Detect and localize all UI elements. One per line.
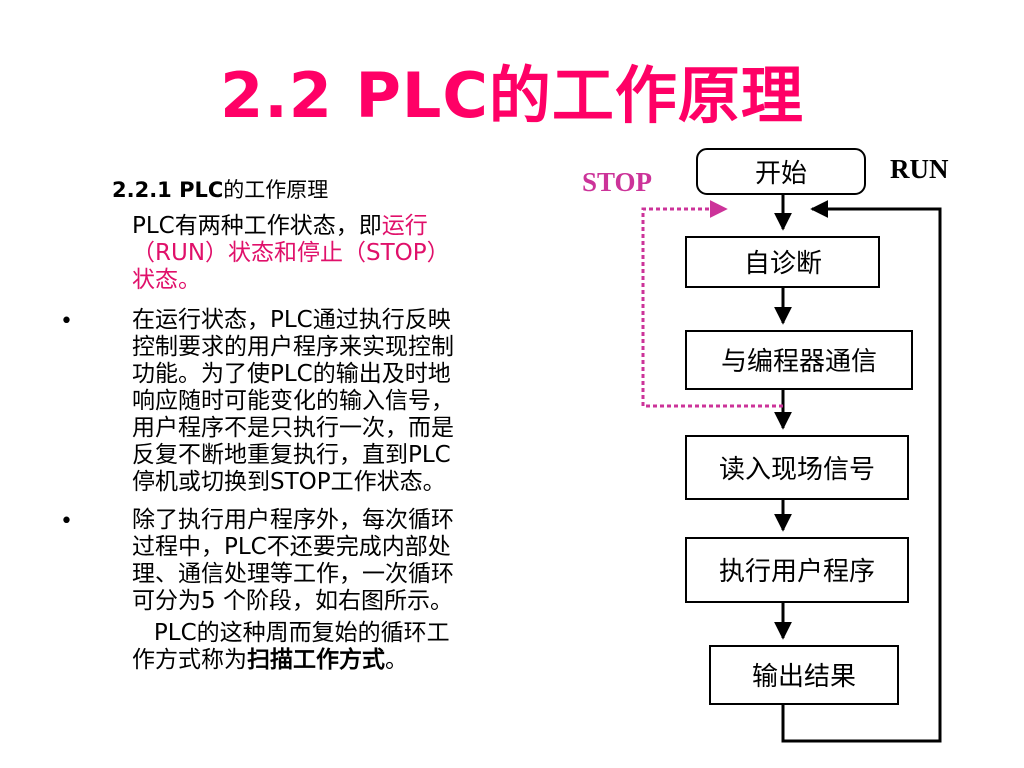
step-programmer-communication [685,330,913,390]
step-execute-program [685,537,909,603]
section-subheading: 2.2.1 PLC的工作原理 [112,177,328,204]
intro-line-3: 状态。 [132,267,201,293]
scan-mode-line-2-end: 。 [385,647,408,673]
bullet-2-line: 可分为5 个阶段，如右图所示。 [132,588,453,614]
start-terminal [696,148,866,195]
page-title: 2.2 PLC的工作原理 [220,59,804,132]
bullet-2-line: 除了执行用户程序外，每次循环 [132,507,454,533]
stop-loop-arrow [641,200,783,408]
bullet-2-line: 理、通信处理等工作，一次循环 [132,561,454,587]
bullet-1-line: 反复不断地重复执行，直到PLC [132,442,451,468]
subheading-text: 的工作原理 [223,178,329,202]
bullet-2-line: 过程中，PLC不还要完成内部处 [132,534,451,560]
bullet-paragraph-2: 除了执行用户程序外，每次循环 过程中，PLC不还要完成内部处 理、通信处理等工作… [132,507,532,615]
bullet-1-line: 响应随时可能变化的输入信号， [132,388,454,414]
step-self-diagnosis [685,236,880,288]
intro-paragraph: PLC有两种工作状态，即运行 （RUN）状态和停止（STOP） 状态。 [132,213,552,294]
bullet-paragraph-1: 在运行状态，PLC通过执行反映 控制要求的用户程序来实现控制 功能。为了使PLC… [132,307,532,496]
step-output-results [709,645,899,705]
intro-line-1-text: PLC有两种工作状态，即 [132,213,382,239]
intro-line-1-highlight: 运行 [381,213,428,239]
stop-label: STOP [582,167,652,197]
scan-mode-line-2-text: 作方式称为 [132,647,247,673]
step-read-inputs [685,435,909,500]
step-read-inputs-label: 读入现场信号 [719,455,875,485]
run-loop-arrow [781,200,942,743]
intro-line-2: （RUN）状态和停止（STOP） [132,240,450,266]
start-label: 开始 [755,159,807,189]
bullet-marker-1: • [60,309,73,334]
scan-mode-line-1: PLC的这种周而复始的循环工 [132,620,450,646]
bullet-1-line: 停机或切换到STOP工作状态。 [132,469,446,495]
bullet-1-line: 在运行状态，PLC通过执行反映 [132,307,451,333]
bullet-marker-2: • [60,509,73,534]
subheading-number: 2.2.1 PLC [112,178,224,202]
step-self-diagnosis-label: 自诊断 [744,249,822,279]
scan-mode-line-2: 作方式称为扫描工作方式。 [132,647,450,674]
step-output-results-label: 输出结果 [752,662,856,692]
bullet-1-line: 用户程序不是只执行一次，而是 [132,415,454,441]
step-execute-program-label: 执行用户程序 [719,557,875,587]
bullet-1-line: 控制要求的用户程序来实现控制 [132,334,454,360]
run-label: RUN [890,154,949,184]
scan-mode-term: 扫描工作方式 [247,647,385,673]
scan-mode-paragraph: PLC的这种周而复始的循环工 作方式称为扫描工作方式。 [132,620,450,674]
intro-line-1: PLC有两种工作状态，即运行 [132,213,552,240]
step-programmer-communication-label: 与编程器通信 [721,347,877,377]
bullet-1-line: 功能。为了使PLC的输出及时地 [132,361,451,387]
